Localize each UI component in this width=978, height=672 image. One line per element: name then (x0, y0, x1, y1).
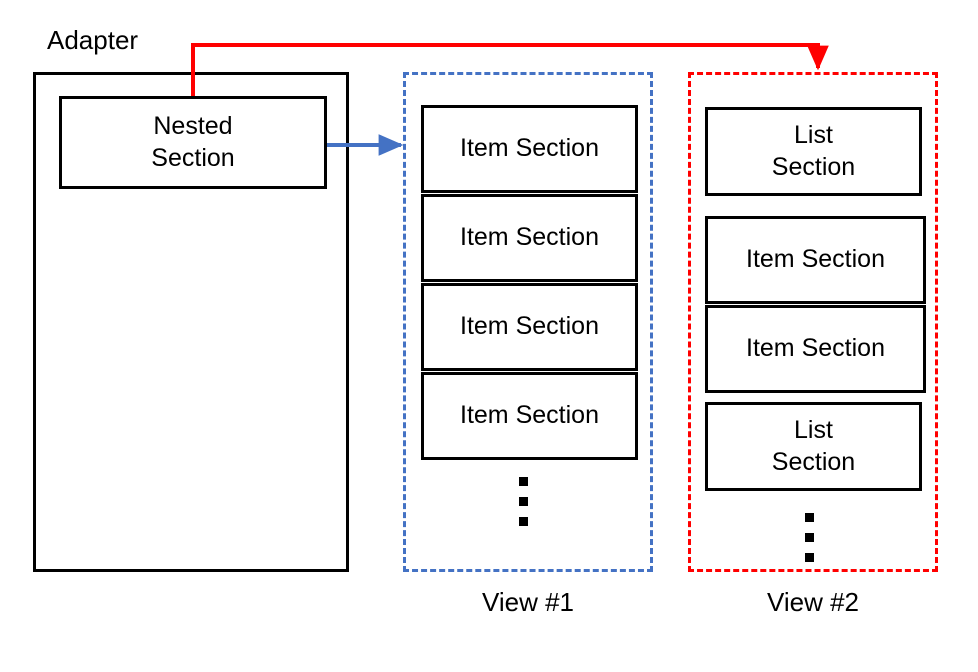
view2-item-section-1-label: Item Section (746, 245, 885, 274)
view1-item-section-3-label: Item Section (460, 312, 599, 341)
view1-item-section-4-label: Item Section (460, 401, 599, 430)
view2-list-section-1-label-line2: Section (771, 152, 856, 181)
ellipsis-dot (519, 517, 528, 526)
ellipsis-dot (805, 513, 814, 522)
view2-item-section-2[interactable]: Item Section (705, 305, 926, 393)
ellipsis-dot (805, 553, 814, 562)
view1-item-section-3[interactable]: Item Section (421, 283, 638, 371)
ellipsis-dot (519, 477, 528, 486)
view2-list-section-1-label-line1: List (794, 121, 833, 149)
nested-section-label: Nested Section (151, 111, 234, 174)
view1-caption: View #1 (481, 587, 575, 617)
view2-item-section-2-label: Item Section (746, 334, 885, 363)
nested-section-label-line1: Nested (153, 112, 233, 140)
view2-vertical-ellipsis-icon (805, 513, 814, 562)
view1-vertical-ellipsis-icon (519, 477, 528, 526)
view2-list-section-1-label: List Section (772, 120, 855, 183)
view2-list-section-2[interactable]: List Section (705, 402, 922, 491)
view2-list-section-1[interactable]: List Section (705, 107, 922, 196)
view2-list-section-2-label: List Section (772, 415, 855, 478)
ellipsis-dot (805, 533, 814, 542)
nested-section-box[interactable]: Nested Section (59, 96, 327, 189)
view2-caption: View #2 (766, 587, 860, 617)
view1-item-section-1[interactable]: Item Section (421, 105, 638, 193)
view1-item-section-2[interactable]: Item Section (421, 194, 638, 282)
view1-item-section-4[interactable]: Item Section (421, 372, 638, 460)
view1-item-section-1-label: Item Section (460, 134, 599, 163)
view2-list-section-2-label-line2: Section (771, 447, 856, 476)
nested-section-label-line2: Section (151, 143, 235, 172)
view2-list-section-2-label-line1: List (794, 416, 833, 444)
page-title: Adapter (47, 25, 139, 55)
view2-item-section-1[interactable]: Item Section (705, 216, 926, 304)
view1-item-section-2-label: Item Section (460, 223, 599, 252)
ellipsis-dot (519, 497, 528, 506)
